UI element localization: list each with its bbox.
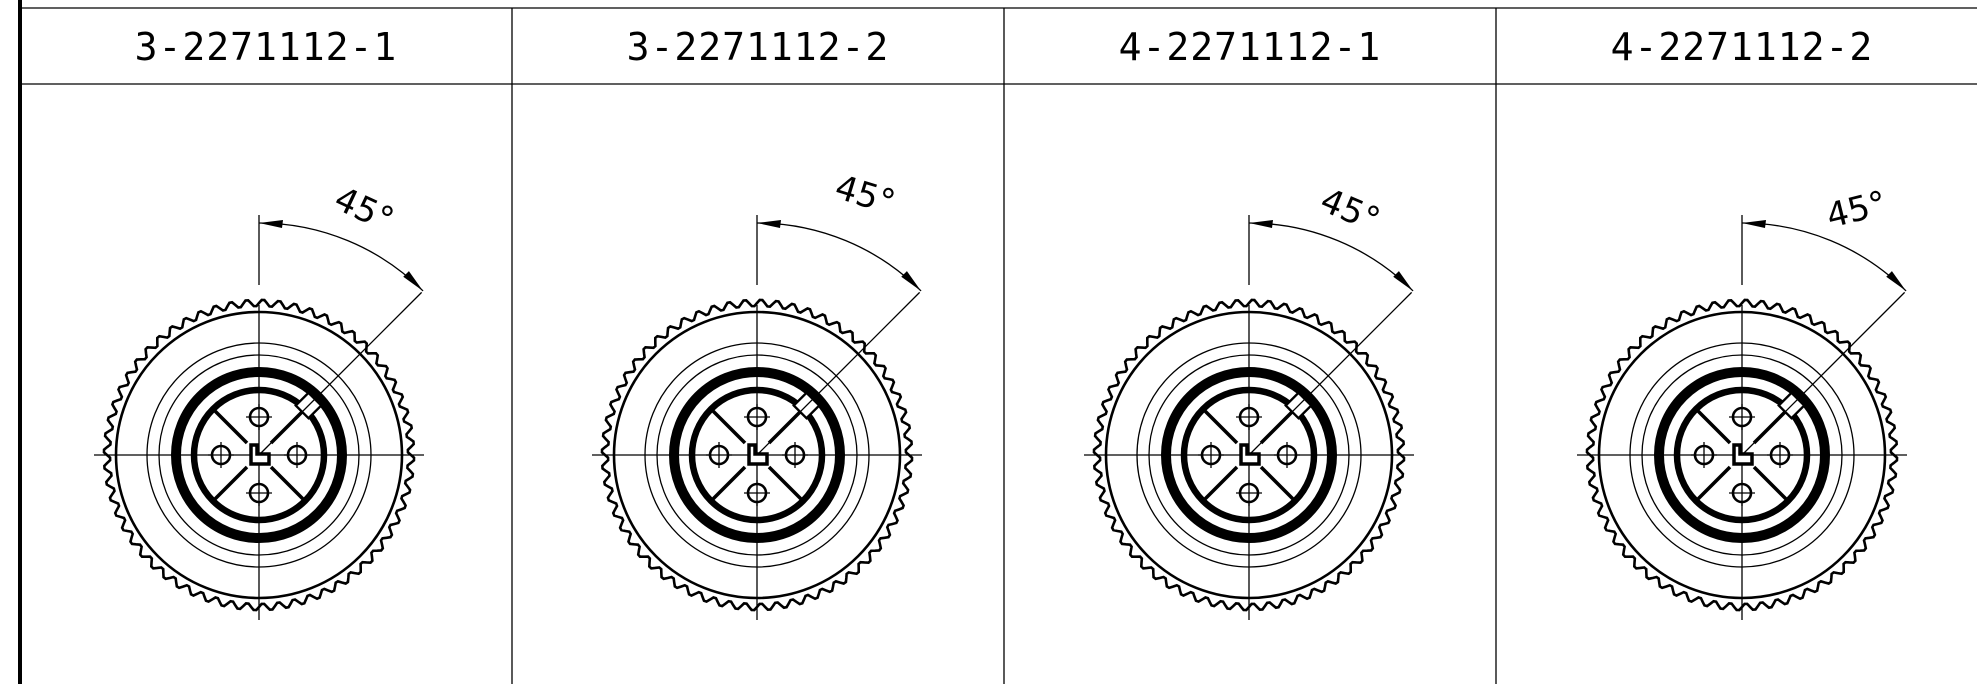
angle-label-2: 45° [830, 167, 899, 223]
part-number-2: 3-2271112-2 [627, 25, 890, 69]
connector-face-view-3 [1084, 215, 1414, 620]
nut-inner-edge [1104, 310, 1394, 600]
insert-ring [190, 386, 328, 524]
insert-rib-1 [209, 405, 249, 445]
knurled-nut-outline [102, 298, 416, 612]
insert-rib-1 [1692, 405, 1732, 445]
angle-extension-line [1741, 291, 1906, 456]
insert-rib-1 [1199, 405, 1239, 445]
body-ring-outer [1629, 342, 1855, 568]
arrowhead-end [1393, 271, 1414, 291]
housing-ring [1161, 367, 1337, 543]
housing-ring [171, 367, 347, 543]
body-ring-inner [656, 354, 858, 556]
body-ring-inner [1148, 354, 1350, 556]
body-ring-outer [1136, 342, 1362, 568]
insert-rib-4 [1692, 465, 1732, 505]
insert-rib-3 [269, 465, 309, 505]
connector-face-view-1 [94, 215, 424, 620]
insert-rib-4 [707, 465, 747, 505]
arrowhead-start [259, 220, 283, 228]
angle-dimension-arc [1248, 222, 1414, 292]
angle-label-4: 45° [1823, 183, 1891, 236]
body-ring-outer [146, 342, 372, 568]
housing-ring [669, 367, 845, 543]
nut-inner-edge [612, 310, 902, 600]
part-number-4: 4-2271112-2 [1611, 25, 1874, 69]
nut-inner-edge [114, 310, 404, 600]
insert-rib-3 [1259, 465, 1299, 505]
table-frame [18, 0, 1977, 684]
part-number-1: 3-2271112-1 [135, 25, 398, 69]
angle-dimension-arc [258, 222, 424, 292]
insert-rib-1 [707, 405, 747, 445]
angle-dimension-arc [1741, 222, 1907, 292]
angle-dimension-arc [756, 222, 922, 292]
body-ring-inner [1641, 354, 1843, 556]
housing-ring [1654, 367, 1830, 543]
knurled-nut-outline [1585, 298, 1899, 612]
part-number-3: 4-2271112-1 [1119, 25, 1382, 69]
arrowhead-start [757, 220, 781, 228]
connector-face-view-4 [1577, 215, 1907, 620]
knurled-nut-outline [600, 298, 914, 612]
insert-ring [688, 386, 826, 524]
angle-extension-line [756, 291, 921, 456]
arrowhead-start [1249, 220, 1273, 228]
angle-label-3: 45° [1314, 180, 1385, 240]
body-ring-inner [158, 354, 360, 556]
insert-rib-4 [1199, 465, 1239, 505]
angle-extension-line [258, 291, 423, 456]
insert-ring [1673, 386, 1811, 524]
connector-face-view-2 [592, 215, 922, 620]
arrowhead-start [1742, 220, 1766, 228]
angle-extension-line [1248, 291, 1413, 456]
nut-inner-edge [1597, 310, 1887, 600]
knurled-nut-outline [1092, 298, 1406, 612]
body-ring-outer [644, 342, 870, 568]
insert-rib-3 [1752, 465, 1792, 505]
insert-ring [1180, 386, 1318, 524]
angle-label-1: 45° [328, 179, 400, 241]
insert-rib-4 [209, 465, 249, 505]
insert-rib-3 [767, 465, 807, 505]
arrowhead-end [403, 271, 424, 291]
arrowhead-end [901, 271, 922, 291]
arrowhead-end [1886, 271, 1907, 291]
